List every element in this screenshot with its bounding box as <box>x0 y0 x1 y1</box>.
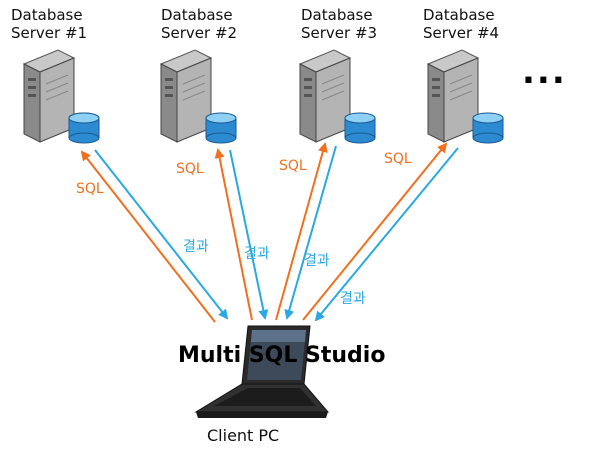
sql-label-2: SQL <box>176 161 204 177</box>
sql-arrow-2 <box>214 148 253 321</box>
sql-arrow-1 <box>80 150 216 323</box>
result-arrow-1 <box>94 149 229 320</box>
server-4-label-line2: Server #4 <box>423 24 500 42</box>
server-2-label-line1: Database <box>161 6 233 24</box>
server-3-label-line2: Server #3 <box>301 24 378 42</box>
result-label-4: 결과 <box>340 291 366 307</box>
server-1-label-line1: Database <box>11 6 83 24</box>
sql-label-3: SQL <box>279 158 307 174</box>
sql-arrow-4 <box>302 142 448 321</box>
laptop-icon <box>194 325 330 418</box>
database-server-icon <box>298 49 376 144</box>
result-label-1: 결과 <box>183 239 209 255</box>
client-pc-label: Client PC <box>207 426 280 445</box>
sql-label-4: SQL <box>384 151 412 167</box>
database-server-icon <box>426 49 504 144</box>
database-server-icon <box>22 49 100 144</box>
server-4-label-line1: Database <box>423 6 495 24</box>
result-arrow-3 <box>284 145 337 320</box>
server-3-label: Database Server #3 <box>301 6 377 42</box>
sql-label-1: SQL <box>76 181 104 197</box>
server-4-label: Database Server #4 <box>423 6 499 42</box>
server-2-label-line2: Server #2 <box>161 24 238 42</box>
result-label-2: 결과 <box>244 246 270 262</box>
app-title: Multi SQL Studio <box>178 343 386 368</box>
server-1-label-line2: Server #1 <box>11 24 88 42</box>
result-label-3: 결과 <box>304 253 330 269</box>
server-1-label: Database Server #1 <box>11 6 87 42</box>
server-3-label-line1: Database <box>301 6 373 24</box>
result-arrow-4 <box>314 147 459 322</box>
sql-arrow-3 <box>275 142 328 321</box>
database-server-icon <box>159 49 237 144</box>
more-servers-ellipsis: ... <box>522 52 567 92</box>
result-arrow-2 <box>229 149 269 320</box>
server-2-label: Database Server #2 <box>161 6 237 42</box>
